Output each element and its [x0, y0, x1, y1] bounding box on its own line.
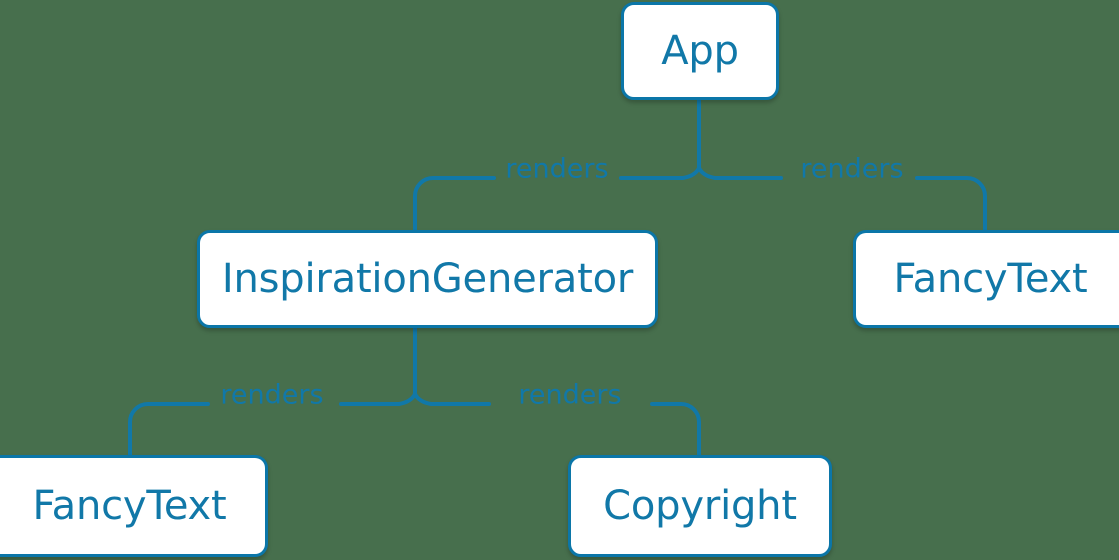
connector-inspgen-junction-right: [413, 392, 491, 406]
node-copyright[interactable]: Copyright: [568, 455, 832, 557]
node-fancytext-right[interactable]: FancyText: [853, 230, 1119, 328]
connector-inspirationgenerator-to-fancytext: [128, 402, 210, 457]
connector-app-junction-right: [697, 166, 783, 180]
connector-app-junction-left: [619, 166, 701, 180]
node-fancytext-right-label: FancyText: [893, 256, 1088, 302]
edge-label-app-inspirationgenerator: renders: [505, 153, 609, 185]
node-inspirationgenerator[interactable]: InspirationGenerator: [197, 230, 658, 328]
connector-app-to-inspirationgenerator: [413, 176, 496, 232]
connector-app-to-fancytext: [915, 176, 987, 232]
node-fancytext-bottom-label: FancyText: [32, 483, 227, 529]
node-fancytext-bottom[interactable]: FancyText: [0, 455, 268, 557]
edge-label-app-fancytext: renders: [800, 153, 904, 185]
edge-label-inspirationgenerator-copyright: renders: [518, 379, 622, 411]
connector-inspgen-junction-left: [339, 392, 417, 406]
node-app-label: App: [661, 28, 739, 74]
node-app[interactable]: App: [621, 2, 779, 100]
node-inspirationgenerator-label: InspirationGenerator: [221, 256, 634, 302]
node-copyright-label: Copyright: [603, 483, 797, 529]
connector-inspirationgenerator-to-copyright: [650, 402, 701, 457]
edge-label-inspirationgenerator-fancytext: renders: [220, 379, 324, 411]
